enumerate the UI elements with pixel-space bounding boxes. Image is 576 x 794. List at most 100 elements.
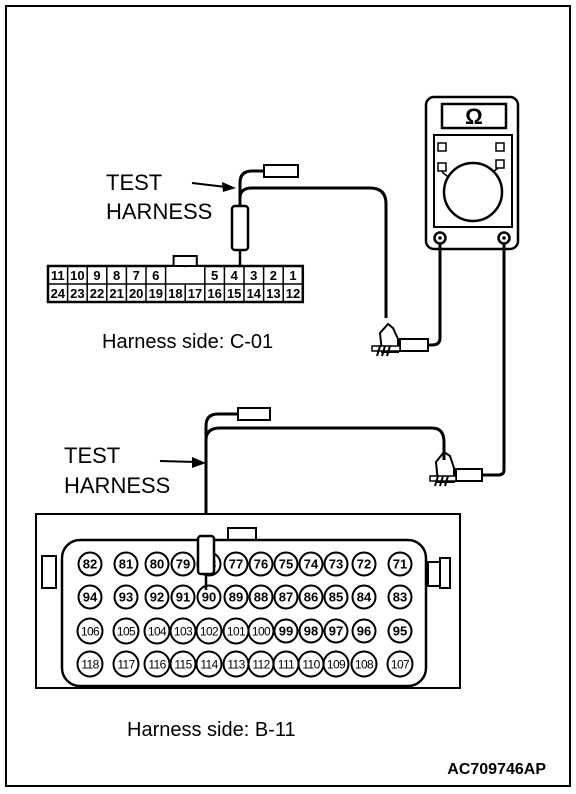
b11-pin-94: 94 xyxy=(83,590,98,605)
b11-pin-88: 88 xyxy=(254,590,268,605)
b11-pin-74: 74 xyxy=(304,557,319,572)
b11-pin-80-socket xyxy=(144,551,170,577)
c01-pin-18: 18 xyxy=(168,286,182,301)
b11-pin-114: 114 xyxy=(200,658,218,672)
b11-pin-101: 101 xyxy=(227,625,246,639)
b11-pin-88-socket xyxy=(248,584,274,610)
c01-pin-1: 1 xyxy=(289,268,296,283)
b11-pin-112: 112 xyxy=(252,658,270,672)
b11-pin-91: 91 xyxy=(176,590,190,605)
probe-b11-pin90 xyxy=(196,534,216,590)
b11-pin-98: 98 xyxy=(304,624,318,639)
b11-pin-73: 73 xyxy=(329,557,343,572)
meter-lead-right xyxy=(482,243,506,477)
harness-side-b11-label: Harness side: B-11 xyxy=(127,719,296,741)
b11-pin-75-socket xyxy=(273,551,299,577)
test-harness-top xyxy=(230,164,388,318)
b11-pin-90-socket xyxy=(196,584,222,610)
b11-pin-93-socket xyxy=(113,584,139,610)
c01-pin-19: 19 xyxy=(149,286,163,301)
c01-pin-20: 20 xyxy=(129,286,143,301)
c01-pin-16: 16 xyxy=(207,286,221,301)
c01-pin-10: 10 xyxy=(70,268,84,283)
figure-frame xyxy=(5,5,571,787)
b11-pin-117: 117 xyxy=(117,658,135,672)
c01-pin-12: 12 xyxy=(286,286,300,301)
meter-display xyxy=(440,102,508,130)
c01-pin-2: 2 xyxy=(270,268,277,283)
range-dial xyxy=(442,161,504,223)
b11-pin-94-socket xyxy=(77,584,103,610)
b11-pin-107: 107 xyxy=(391,658,410,672)
b11-pin-84-socket xyxy=(351,584,377,610)
b11-pin-118-socket xyxy=(76,650,104,678)
b11-pin-97: 97 xyxy=(329,624,343,639)
b11-pin-76-socket xyxy=(248,551,274,577)
c01-pin-14: 14 xyxy=(247,286,262,301)
b11-pin-105: 105 xyxy=(117,625,136,639)
b11-pin-86: 86 xyxy=(304,590,318,605)
multimeter: Ω xyxy=(424,95,520,251)
b11-pin-89: 89 xyxy=(229,590,243,605)
c01-pin-9: 9 xyxy=(93,268,100,283)
lead-plug-right xyxy=(455,468,483,482)
b11-pin-113: 113 xyxy=(227,658,245,672)
b11-pin-95: 95 xyxy=(393,624,407,639)
b11-pin-87-socket xyxy=(273,584,299,610)
b11-pin-102: 102 xyxy=(200,625,219,639)
b11-pin-109: 109 xyxy=(327,658,346,672)
b11-pin-72-socket xyxy=(351,551,377,577)
b11-pin-99: 99 xyxy=(279,624,293,639)
b11-pin-92-socket xyxy=(144,584,170,610)
b11-pin-95-socket xyxy=(387,618,413,644)
c01-pin-4: 4 xyxy=(231,268,239,283)
c01-pin-6: 6 xyxy=(152,268,159,283)
c01-pin-22: 22 xyxy=(90,286,104,301)
figure-code: AC709746AP xyxy=(447,761,546,778)
c01-pin-8: 8 xyxy=(113,268,120,283)
alligator-clip-bottom xyxy=(429,450,457,487)
b11-pin-75: 75 xyxy=(279,557,293,572)
b11-pin-103: 103 xyxy=(174,625,193,639)
b11-pin-82: 82 xyxy=(83,557,97,572)
c01-pin-23: 23 xyxy=(70,286,84,301)
b11-pin-118: 118 xyxy=(81,658,99,672)
test-harness-label-bottom-1: TEST xyxy=(64,443,120,468)
b11-pin-76: 76 xyxy=(254,557,268,572)
connector-b11: 8281807978777675747372719493929190898887… xyxy=(35,513,461,689)
b11-pin-81: 81 xyxy=(119,557,133,572)
b11-pin-102-socket xyxy=(195,617,223,645)
c01-pin-15: 15 xyxy=(227,286,241,301)
b11-pin-83: 83 xyxy=(393,590,407,605)
b11-pin-98-socket xyxy=(298,618,324,644)
ohm-symbol: Ω xyxy=(465,104,483,129)
b11-pin-86-socket xyxy=(298,584,324,610)
b11-pin-87: 87 xyxy=(279,590,293,605)
c01-pin-11: 11 xyxy=(51,268,65,283)
b11-pin-82-socket xyxy=(77,551,103,577)
b11-pin-115: 115 xyxy=(174,658,192,672)
b11-pin-108-socket xyxy=(350,650,378,678)
meter-lead-left xyxy=(428,243,442,347)
b11-pin-97-socket xyxy=(323,618,349,644)
b11-pin-79: 79 xyxy=(176,557,190,572)
b11-pin-77-socket xyxy=(223,551,249,577)
b11-pin-109-socket xyxy=(322,650,350,678)
c01-pin-7: 7 xyxy=(133,268,140,283)
b11-pin-111: 111 xyxy=(278,658,295,672)
b11-pin-90: 90 xyxy=(202,590,216,605)
test-harness-bottom xyxy=(204,407,446,536)
b11-pin-114-socket xyxy=(195,650,223,678)
b11-pin-92: 92 xyxy=(150,590,164,605)
b11-pin-80: 80 xyxy=(150,557,164,572)
b11-pin-74-socket xyxy=(298,551,324,577)
b11-pin-83-socket xyxy=(387,584,413,610)
b11-pin-105-socket xyxy=(112,617,140,645)
b11-pin-85-socket xyxy=(323,584,349,610)
b11-pin-96-socket xyxy=(351,618,377,644)
b11-pin-104: 104 xyxy=(148,625,167,639)
b11-pin-100: 100 xyxy=(252,625,271,639)
b11-pin-108: 108 xyxy=(355,658,374,672)
